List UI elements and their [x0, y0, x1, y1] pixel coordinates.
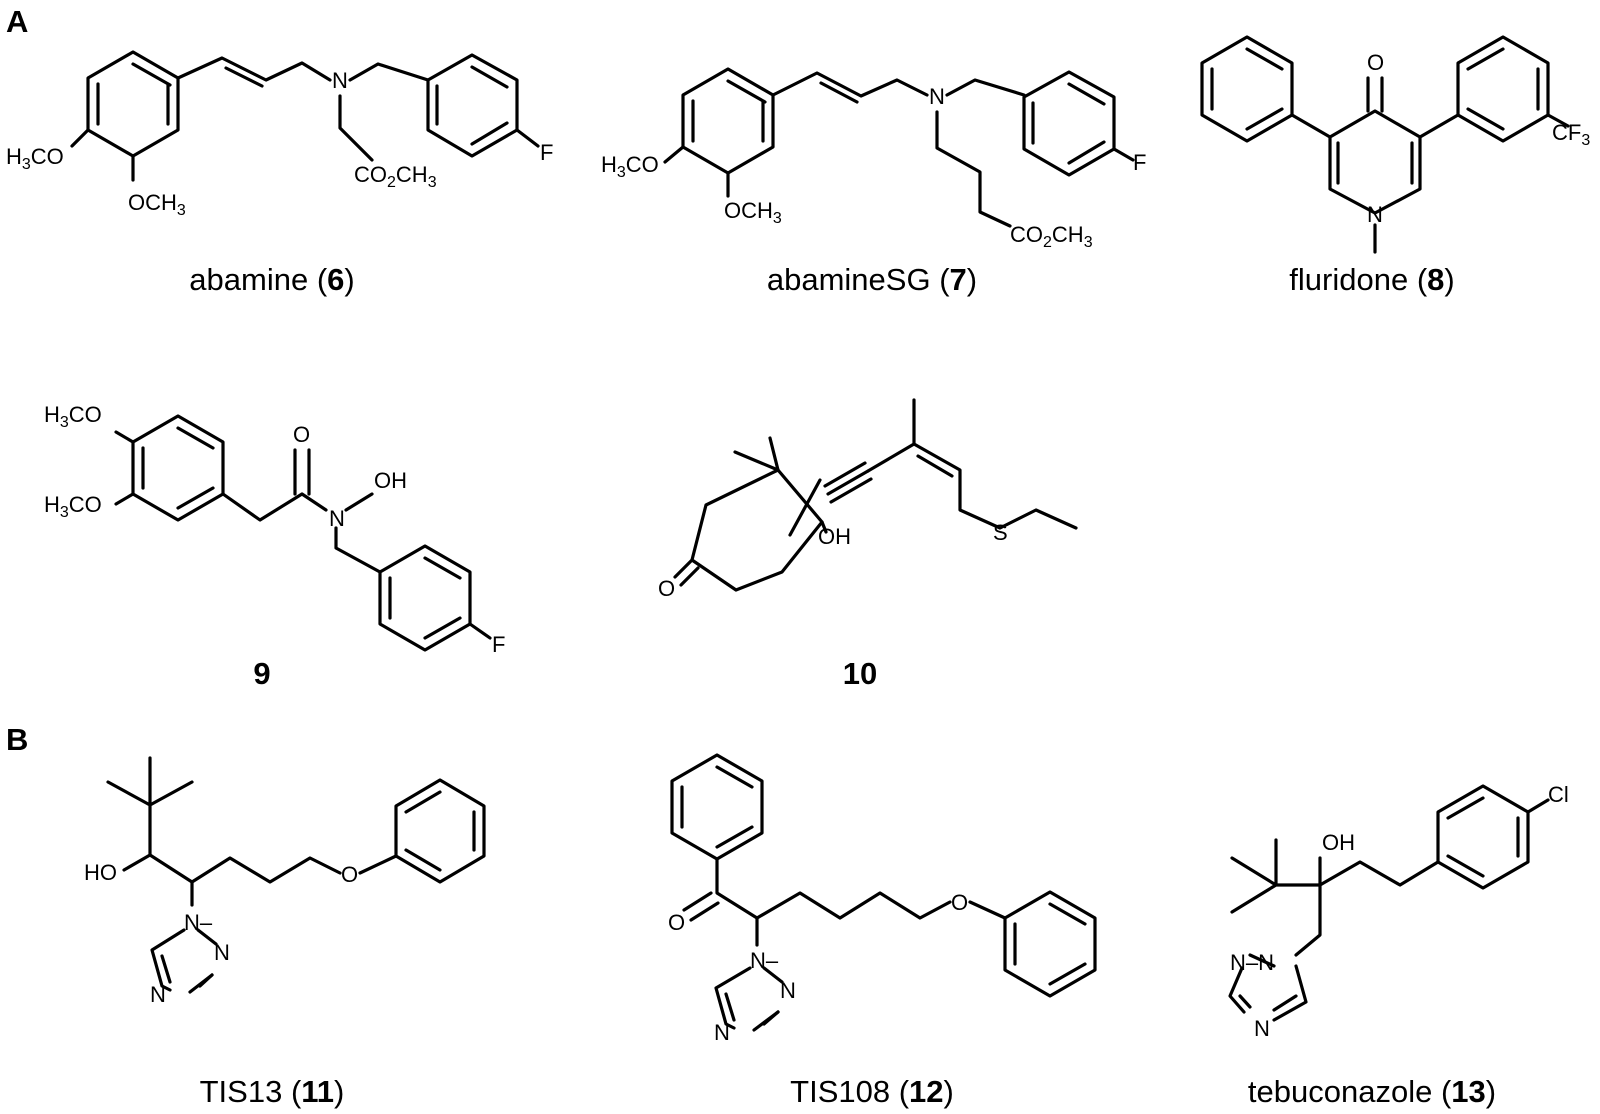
group-oh: OH [374, 468, 407, 493]
group-co2ch3: CO2CH3 [354, 162, 437, 191]
caption-fluridone: fluridone (8) [1289, 262, 1454, 297]
panel-label-b: B [6, 722, 28, 757]
structure-10 [673, 398, 1078, 592]
group-oh: OH [1322, 830, 1355, 855]
atom-o: O [341, 862, 358, 887]
atom-f: F [540, 140, 553, 165]
group-h3co: H3CO [44, 402, 102, 431]
atom-cl: Cl [1548, 782, 1569, 807]
atom-n: N [714, 1020, 730, 1045]
atom-n2: N [214, 940, 230, 965]
atom-n: N [1254, 1016, 1270, 1041]
group-h3co: H3CO [44, 492, 102, 521]
atom-o: O [668, 910, 685, 935]
atom-n1: N– [750, 948, 779, 973]
caption-tebuconazole: tebuconazole (13) [1248, 1074, 1496, 1109]
group-ho: HO [84, 860, 117, 885]
caption-9: 9 [253, 656, 270, 691]
panel-label-a: A [6, 4, 28, 39]
atom-f: F [1133, 150, 1146, 175]
group-och3: OCH3 [128, 190, 186, 219]
caption-10: 10 [843, 656, 877, 691]
structure-TIS108 [670, 753, 1097, 1032]
structure-tebuconazole [1228, 784, 1550, 1022]
caption-abamineSG: abamineSG (7) [767, 262, 977, 297]
atom-n: N [150, 982, 166, 1007]
atom-n2: N [780, 978, 796, 1003]
caption-TIS108: TIS108 (12) [790, 1074, 954, 1109]
atom-o: O [951, 890, 968, 915]
atom-n: N [332, 68, 348, 93]
group-co2ch3: CO2CH3 [1010, 222, 1093, 251]
structure-abamine [70, 50, 540, 182]
atom-f: F [492, 632, 505, 657]
structure-abamineSG [663, 67, 1135, 228]
group-och3: OCH3 [724, 198, 782, 227]
atom-n: N [929, 84, 945, 109]
atom-o: O [1367, 50, 1384, 75]
caption-TIS13: TIS13 (11) [200, 1074, 345, 1109]
atom-n1: N– [184, 910, 213, 935]
atom-o: O [658, 576, 675, 601]
structure-TIS13 [106, 756, 486, 994]
group-h3co: H3CO [6, 144, 64, 173]
structure-9 [114, 414, 492, 652]
atom-s: S [993, 520, 1008, 545]
atom-n: N [1367, 202, 1383, 227]
atom-n: N [329, 506, 345, 531]
group-h3co: H3CO [601, 152, 659, 181]
atom-o: O [293, 422, 310, 447]
group-oh: OH [818, 524, 851, 549]
atom-n1: N–N [1230, 950, 1274, 975]
group-cf3: CF3 [1552, 120, 1590, 149]
structure-fluridone [1200, 35, 1570, 254]
caption-abamine: abamine (6) [189, 262, 354, 297]
